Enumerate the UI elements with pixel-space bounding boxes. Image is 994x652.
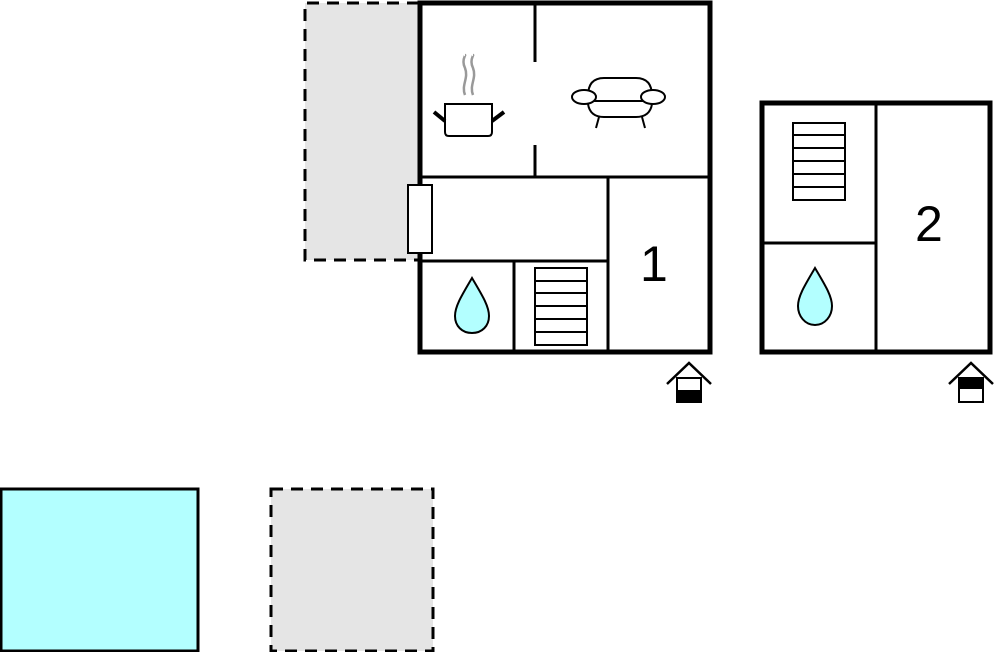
stairs-icon <box>534 267 588 346</box>
room-label-2: 2 <box>915 196 943 252</box>
house-floor-upper-icon <box>948 361 994 403</box>
door-icon <box>407 184 433 254</box>
terrace-bottom <box>269 487 435 652</box>
building-1: 1 <box>407 0 713 403</box>
house-floor-ground-icon <box>666 361 712 403</box>
terrace-left <box>303 1 420 262</box>
water-drop-icon <box>453 276 491 335</box>
water-drop-icon <box>796 266 834 327</box>
sofa-icon <box>571 77 666 129</box>
pool <box>0 487 200 652</box>
building-2: 2 <box>759 100 994 403</box>
cooking-pot-icon <box>432 53 506 137</box>
room-label-1: 1 <box>640 236 668 292</box>
stairs-icon <box>792 122 846 201</box>
